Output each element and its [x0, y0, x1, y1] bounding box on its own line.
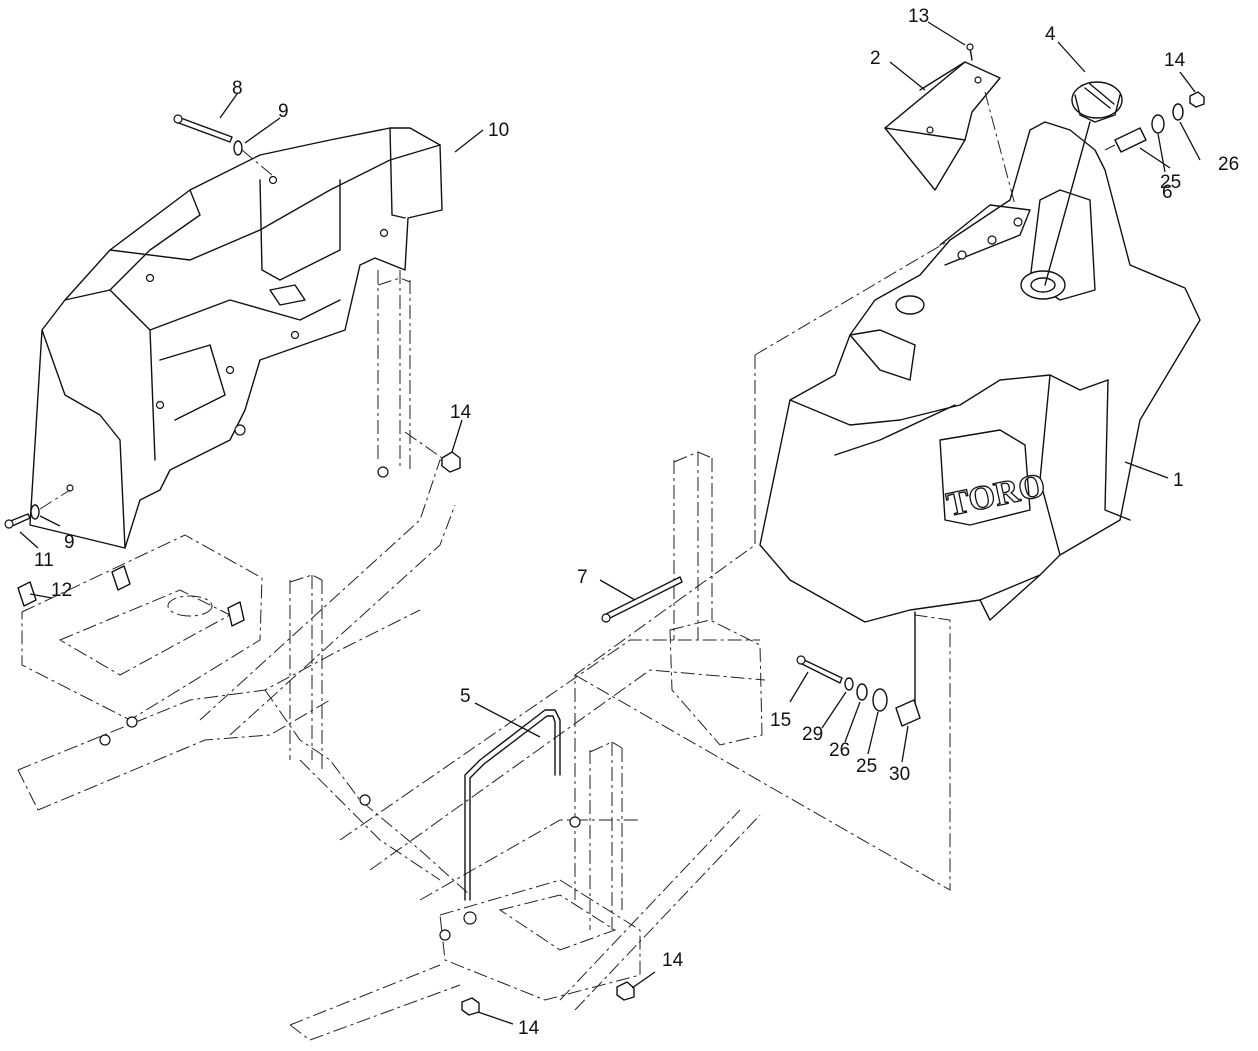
- callout-14-top-right: 14: [1164, 50, 1186, 71]
- frame-assembly: [17, 239, 951, 1041]
- callout-7: 7: [577, 567, 588, 588]
- callout-14-bottom: 14: [518, 1018, 540, 1039]
- callout-25-bottom: 25: [856, 756, 877, 777]
- callout-25-top: 25: [1160, 172, 1181, 193]
- callout-labels: 1 2 4 5 6 7 8 9 9 10 11 12 13 14 14 14 1…: [34, 6, 1239, 1039]
- callout-4: 4: [1045, 24, 1056, 45]
- callout-2: 2: [870, 48, 881, 69]
- fuel-tank: TORO: [759, 121, 1201, 721]
- callout-29: 29: [802, 724, 823, 745]
- callout-9-top: 9: [278, 101, 289, 122]
- callout-9-bottom: 9: [64, 532, 75, 553]
- callout-15: 15: [770, 710, 791, 731]
- callout-13: 13: [908, 6, 929, 27]
- callout-12: 12: [51, 580, 72, 601]
- callout-26-bottom: 26: [829, 740, 850, 761]
- heat-shield-bracket: [884, 61, 1016, 206]
- callout-1: 1: [1173, 470, 1184, 491]
- callout-leaders: [19, 21, 1201, 1025]
- callout-26-top: 26: [1218, 154, 1239, 175]
- hardware-items: [4, 43, 1205, 1016]
- callout-5: 5: [460, 686, 471, 707]
- left-control-cover: [29, 127, 443, 549]
- fuel-cap: [1044, 81, 1123, 286]
- callout-10: 10: [488, 120, 509, 141]
- callout-30: 30: [889, 764, 910, 785]
- callout-14-lower-right: 14: [662, 950, 684, 971]
- callout-14-upper-left: 14: [450, 402, 472, 423]
- callout-8: 8: [232, 78, 243, 99]
- callout-11: 11: [34, 550, 54, 571]
- callout-6: 6: [1162, 182, 1173, 203]
